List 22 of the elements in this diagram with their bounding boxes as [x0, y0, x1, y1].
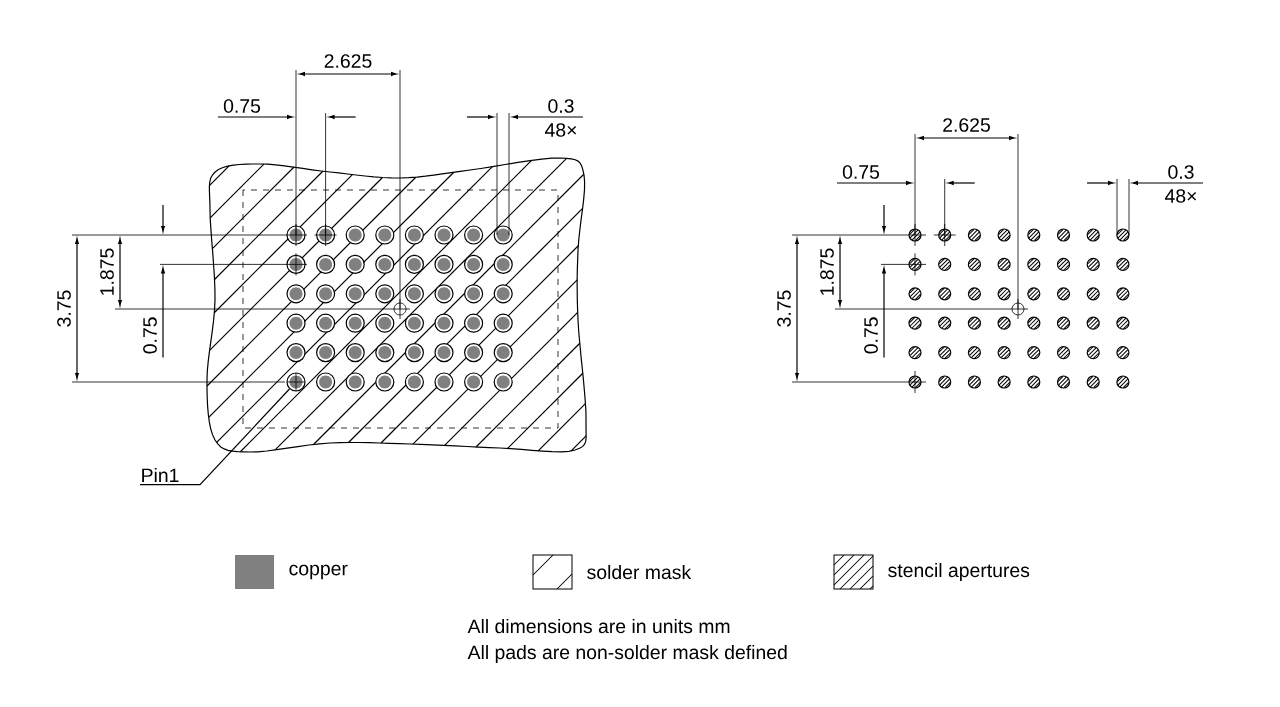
dimension-text: 48× [1165, 189, 1197, 203]
dimension-text: 0.3 [1168, 165, 1194, 179]
dimension-text: 0.75 [864, 317, 878, 354]
legend-text: copper [289, 564, 348, 580]
dimension-text: 2.625 [324, 54, 372, 68]
leader-line [139, 388, 291, 486]
note-text: All pads are non-solder mask defined [467, 644, 787, 663]
dimension-text: 0.75 [842, 165, 880, 179]
dimension-text: 3.75 [777, 290, 791, 327]
pin-label: Pin1 [142, 467, 179, 482]
note-text: All dimensions are in units mm [467, 618, 730, 634]
dimension-text: 0.75 [143, 317, 157, 354]
dimension-text: 48× [545, 123, 577, 137]
pin-pad [286, 372, 306, 392]
dimension-text: 1.875 [100, 248, 114, 295]
legend-text: solder mask [587, 564, 692, 580]
legend-text: stencil apertures [888, 562, 1030, 582]
dimension-text: 3.75 [57, 290, 71, 327]
dimension-text: 2.625 [943, 118, 990, 132]
dimension-text: 0.3 [548, 99, 574, 113]
dimension-text: 1.875 [820, 248, 834, 295]
dimension-text: 0.75 [223, 99, 261, 113]
